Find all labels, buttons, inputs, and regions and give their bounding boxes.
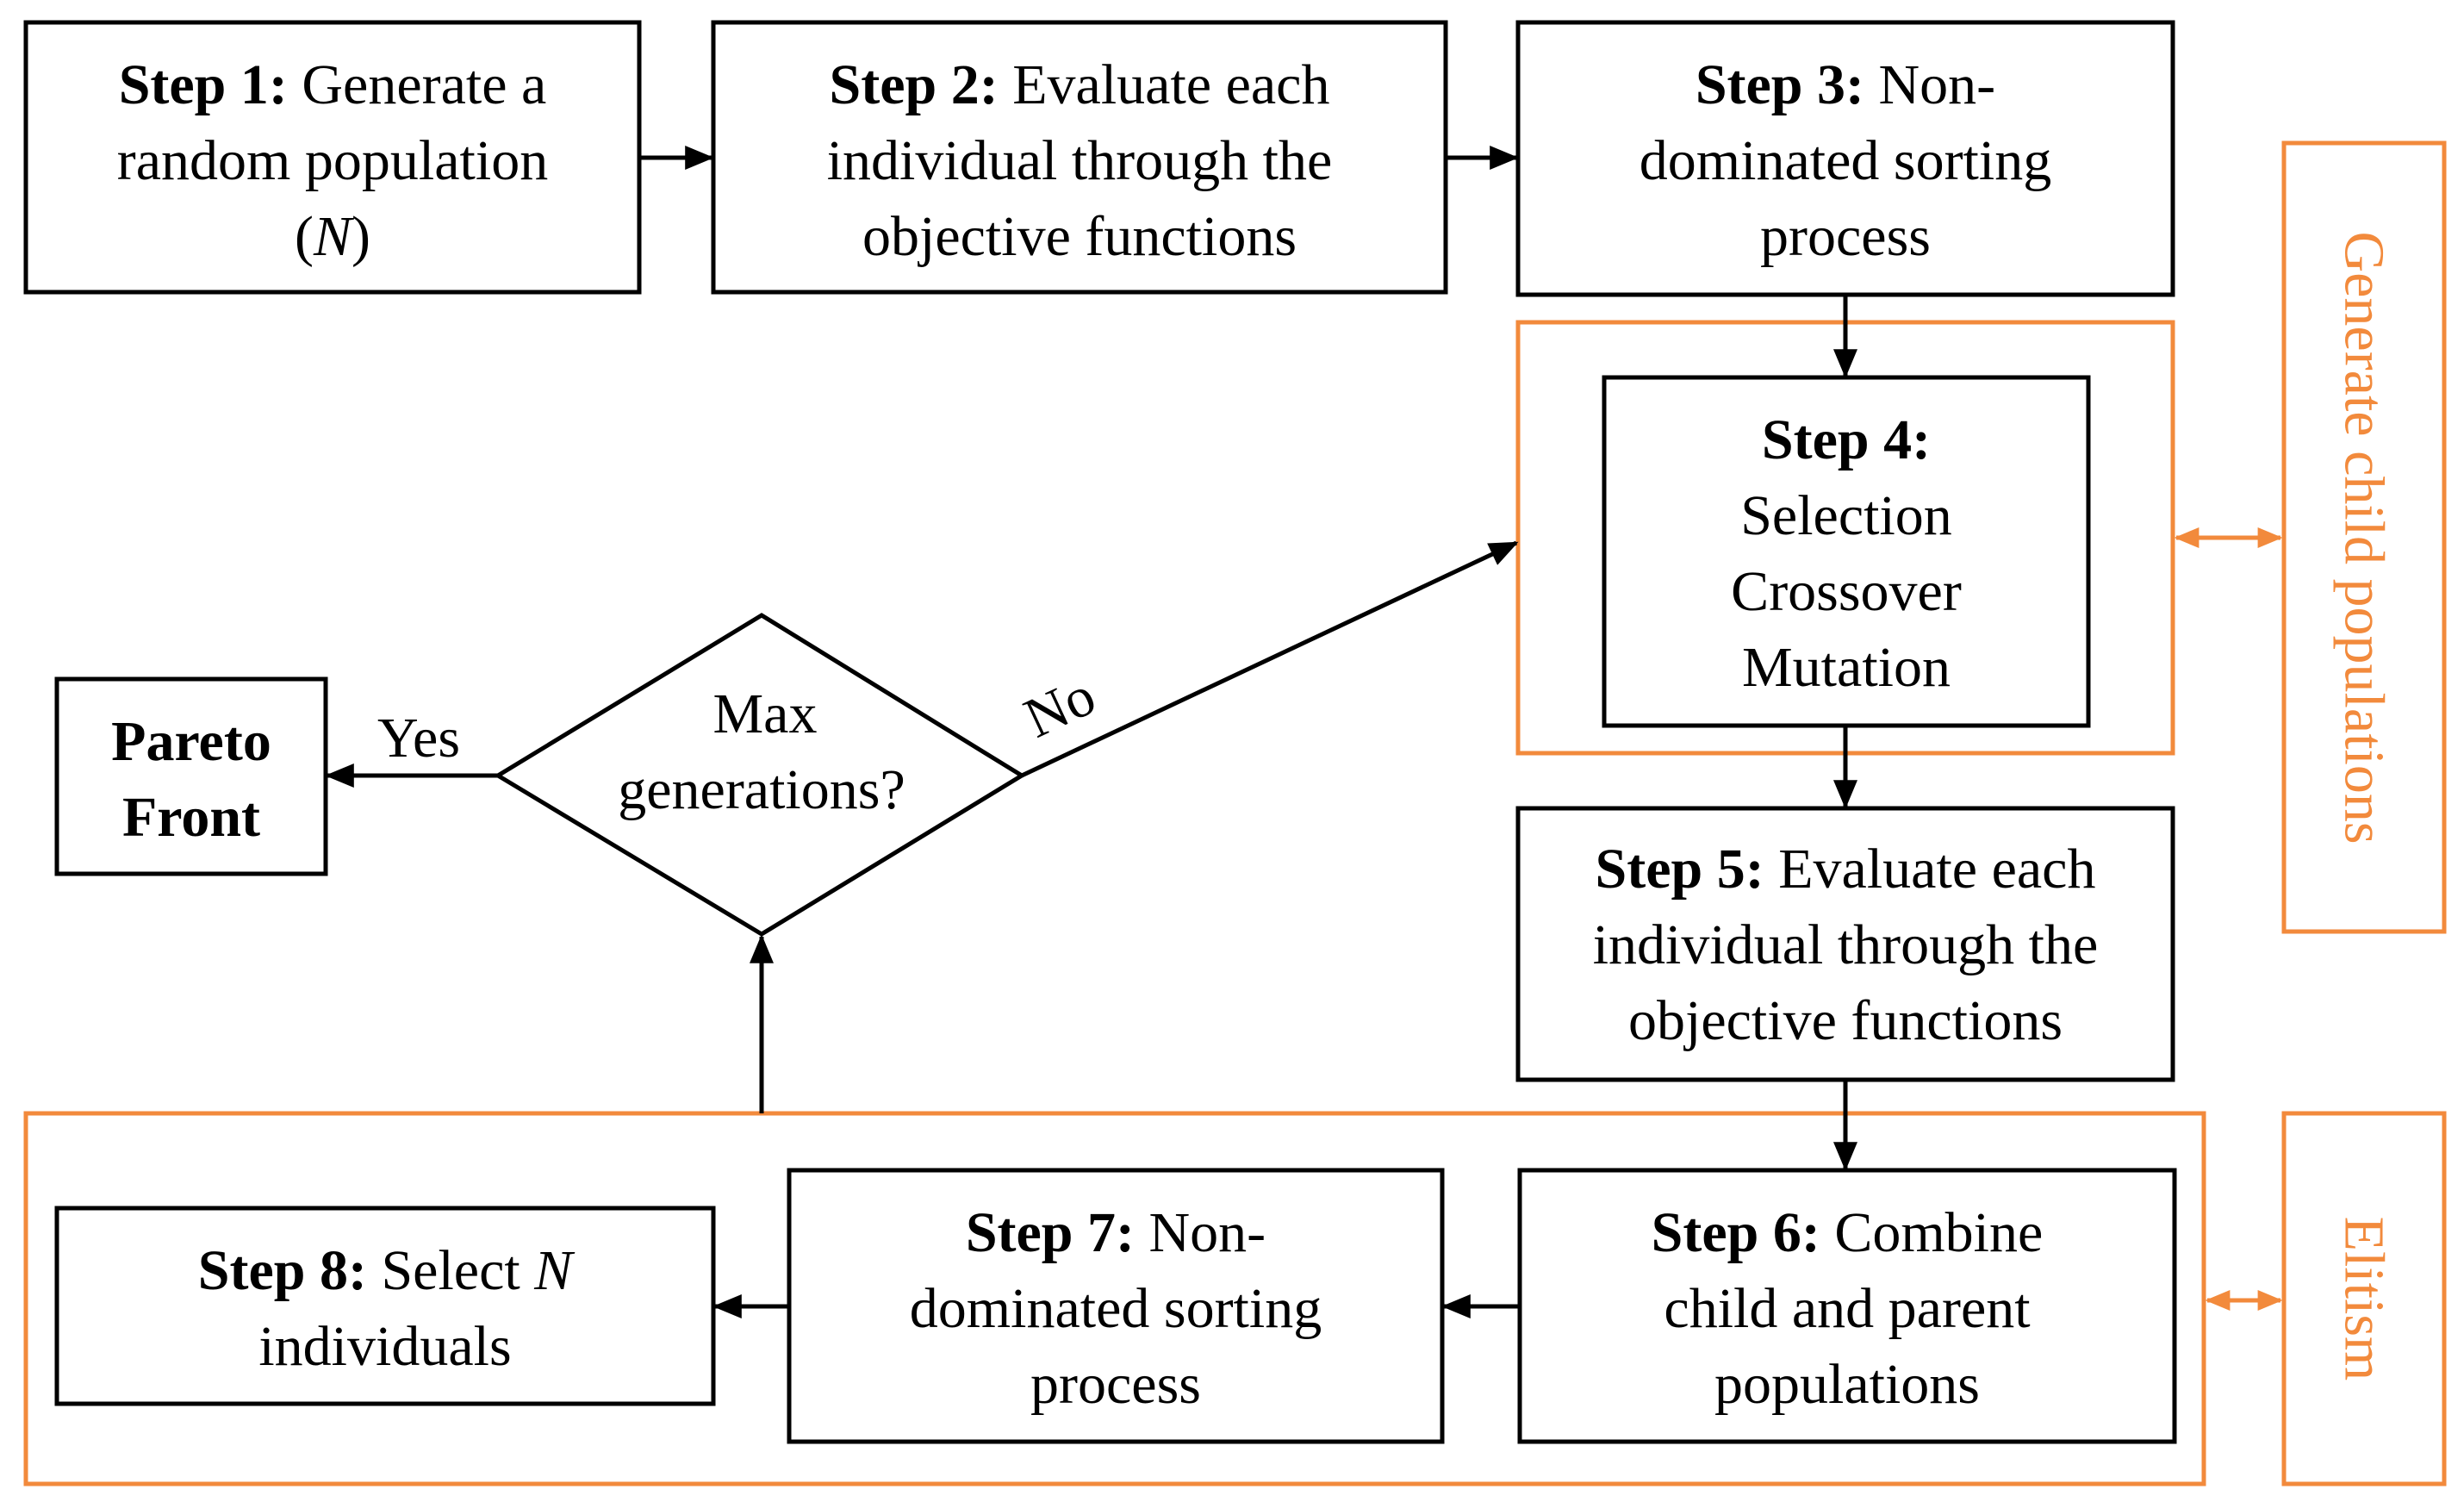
decision-line1: Max bbox=[713, 682, 818, 745]
step4-line3: Mutation bbox=[1742, 636, 1951, 699]
step3-label: Step 3: bbox=[1696, 53, 1864, 116]
step1-box bbox=[23, 20, 642, 295]
step4-line2: Crossover bbox=[1731, 560, 1962, 623]
step7-line2: dominated sorting bbox=[910, 1277, 1322, 1340]
step5-line1: Evaluate each bbox=[1778, 838, 2095, 901]
step8-line1: Select bbox=[381, 1239, 534, 1302]
step2-box bbox=[711, 20, 1448, 295]
step3-line1: Non- bbox=[1879, 53, 1996, 116]
step1-line2: random population bbox=[117, 129, 548, 192]
step7-line3: process bbox=[1030, 1353, 1201, 1416]
step2-line2: individual through the bbox=[827, 129, 1333, 192]
step1-var-n: N bbox=[313, 205, 355, 268]
step2-text-line1: Step 2: Evaluate each bbox=[830, 53, 1330, 116]
step5-text-line1: Step 5: Evaluate each bbox=[1596, 838, 2096, 901]
step4-label: Step 4: bbox=[1762, 408, 1931, 471]
pareto-line2: Front bbox=[122, 786, 260, 849]
step1-paren-close: ) bbox=[352, 205, 370, 268]
step6-line1: Combine bbox=[1834, 1201, 2043, 1264]
step1-label: Step 1: bbox=[119, 53, 288, 116]
arrow-no-to-step4 bbox=[1020, 540, 1519, 778]
step6-text-line1: Step 6: Combine bbox=[1652, 1201, 2044, 1264]
step5-label: Step 5: bbox=[1596, 838, 1764, 901]
step1-text-line3: (N) bbox=[295, 205, 370, 268]
step7-box bbox=[787, 1168, 1445, 1444]
step3-line2: dominated sorting bbox=[1640, 129, 2051, 192]
decision-no-label: No bbox=[1015, 664, 1104, 750]
step3-line3: process bbox=[1760, 205, 1931, 268]
step1-paren-open: ( bbox=[295, 205, 314, 268]
step2-label: Step 2: bbox=[830, 53, 999, 116]
generate-side-frame bbox=[2281, 140, 2447, 934]
step1-line1: Generate a bbox=[302, 53, 546, 116]
step3-box bbox=[1515, 20, 2175, 297]
step3-text-line1: Step 3: Non- bbox=[1696, 53, 1995, 116]
step6-line3: populations bbox=[1714, 1353, 1980, 1416]
generate-child-populations-label: Generate child populations bbox=[2333, 231, 2396, 844]
elitism-side-frame bbox=[2281, 1111, 2447, 1486]
step8-box bbox=[54, 1206, 716, 1406]
elitism-group-frame bbox=[23, 1111, 2206, 1486]
step1-text-line1: Step 1: Generate a bbox=[119, 53, 547, 116]
elitism-label: Elitism bbox=[2333, 1217, 2396, 1381]
step8-label: Step 8: bbox=[198, 1239, 367, 1302]
step8-line2: individuals bbox=[258, 1315, 511, 1378]
decision-yes-label: Yes bbox=[377, 707, 460, 770]
decision-line2: generations? bbox=[618, 758, 905, 821]
step2-line3: objective functions bbox=[862, 205, 1297, 268]
step7-label: Step 7: bbox=[966, 1201, 1135, 1264]
step7-text-line1: Step 7: Non- bbox=[966, 1201, 1266, 1264]
step7-line1: Non- bbox=[1149, 1201, 1266, 1264]
step6-label: Step 6: bbox=[1652, 1201, 1820, 1264]
step2-line1: Evaluate each bbox=[1012, 53, 1329, 116]
step4-box bbox=[1602, 375, 2091, 728]
step4-line1: Selection bbox=[1740, 484, 1952, 547]
step5-box bbox=[1515, 806, 2175, 1082]
max-generations-diamond bbox=[494, 613, 1026, 937]
step6-box bbox=[1517, 1168, 2177, 1444]
step6-line2: child and parent bbox=[1664, 1277, 2030, 1340]
step8-text-line1: Step 8: Select N bbox=[198, 1239, 576, 1302]
step5-line3: objective functions bbox=[1628, 989, 2063, 1052]
pareto-front-box bbox=[54, 676, 328, 876]
pareto-line1: Pareto bbox=[111, 710, 271, 773]
step8-var-n: N bbox=[533, 1239, 576, 1302]
step5-line2: individual through the bbox=[1593, 913, 2099, 976]
